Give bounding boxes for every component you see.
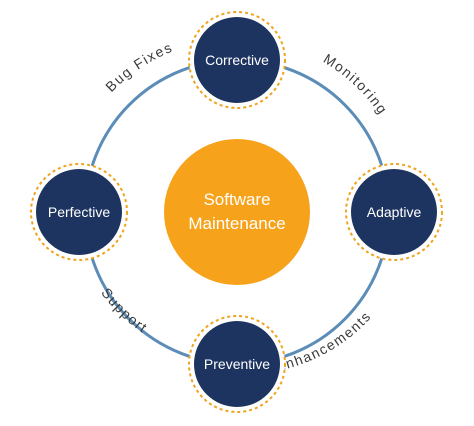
- arc-label-enhancements: Enhancements: [274, 308, 374, 374]
- node-label-perfective: Perfective: [48, 204, 110, 220]
- node-adaptive: Adaptive: [345, 163, 443, 261]
- node-label-corrective: Corrective: [205, 52, 269, 68]
- node-perfective: Perfective: [30, 163, 128, 261]
- center-label-line2: Maintenance: [188, 214, 285, 233]
- node-corrective: Corrective: [188, 11, 286, 109]
- node-label-preventive: Preventive: [204, 356, 270, 372]
- arc-label-monitoring: Monitoring: [321, 50, 391, 117]
- center-node: Software Maintenance: [164, 139, 310, 285]
- arc-label-support: Support: [98, 285, 151, 336]
- node-preventive: Preventive: [188, 315, 286, 413]
- arc-label-bug-fixes: Bug Fixes: [102, 39, 175, 95]
- center-label-line1: Software: [203, 190, 270, 209]
- node-label-adaptive: Adaptive: [367, 204, 422, 220]
